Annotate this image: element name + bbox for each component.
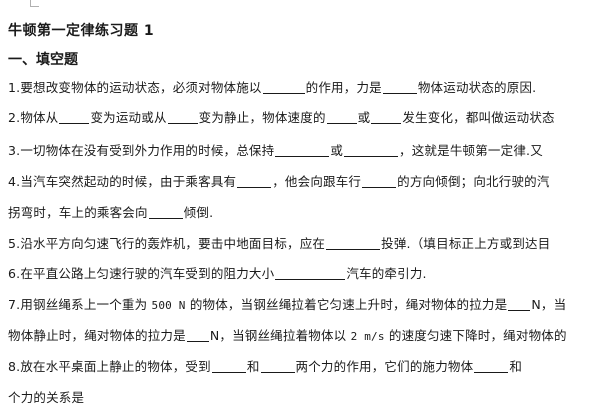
q7-value: 2 m/s xyxy=(350,330,385,343)
document-title: 牛顿第一定律练习题 1 xyxy=(8,23,155,39)
answer-blank xyxy=(382,81,417,94)
question-4: 4.当汽车突然起动的时候，由于乘客具有 ，他会向跟车行 的方向倾倒；向北行驶的汽 xyxy=(8,173,550,191)
q3-text: ，这就是牛顿第一定律.又 xyxy=(399,143,543,158)
q4-text: 的方向倾倒；向北行驶的汽 xyxy=(397,174,550,189)
q4-text: ，他会向跟车行 xyxy=(272,174,362,189)
q1-text: 1.要想改变物体的运动状态，必须对物体施以 xyxy=(8,80,262,95)
answer-blank xyxy=(167,111,198,124)
q8-text: 个力的关系是 xyxy=(8,390,85,405)
answer-blank xyxy=(237,175,272,188)
q2-text: 变为静止，物体速度的 xyxy=(198,110,326,125)
q7-value: 500 N xyxy=(151,299,186,312)
q7-text: 7.用钢丝绳系上一个重为 xyxy=(8,297,148,312)
q8-text: 两个力的作用，它们的施力物体 xyxy=(295,359,474,374)
q4-text: 4.当汽车突然起动的时候，由于乘客具有 xyxy=(8,174,237,189)
answer-blank xyxy=(275,267,346,280)
answer-blank xyxy=(326,111,357,124)
q7-text: 的物体，当钢丝绳拉着它匀速上升时，绳对物体的拉力是 xyxy=(189,297,508,312)
answer-blank xyxy=(474,360,509,373)
q7-text: 物体静止时，绳对物体的拉力是 xyxy=(8,328,186,343)
q4-text: 拐弯时，车上的乘客会向 xyxy=(8,205,148,220)
q6-text: 汽车的牵引力. xyxy=(346,266,427,281)
q4-text: 倾倒. xyxy=(183,205,214,220)
answer-blank xyxy=(148,206,183,219)
question-8: 8.放在水平桌面上静止的物体，受到 和 两个力的作用，它们的施力物体 和 xyxy=(8,358,522,376)
q7-text: N，当 xyxy=(531,297,567,312)
q2-text: 发生变化，都叫做运动状态 xyxy=(402,110,555,125)
answer-blank xyxy=(326,237,381,250)
q5-text: 投弹.（填目标正上方或到达目 xyxy=(381,236,551,251)
q2-text: 变为运动或从 xyxy=(90,110,167,125)
q2-text: 2.物体从 xyxy=(8,110,59,125)
q8-text: 和 xyxy=(509,359,523,374)
question-2: 2.物体从 变为运动或从 变为静止，物体速度的 或 发生变化，都叫做运动状态 xyxy=(8,109,555,127)
question-3: 3.一切物体在没有受到外力作用的时候，总保持 或 ，这就是牛顿第一定律.又 xyxy=(8,142,543,160)
q8-text: 8.放在水平桌面上静止的物体，受到 xyxy=(8,359,211,374)
answer-blank xyxy=(508,298,531,311)
answer-blank xyxy=(262,81,305,94)
question-6: 6.在平直公路上匀速行驶的汽车受到的阻力大小 汽车的牵引力. xyxy=(8,265,427,283)
q3-text: 或 xyxy=(330,143,344,158)
q1-text: 的作用，力是 xyxy=(305,80,382,95)
page-corner-mark xyxy=(30,0,39,7)
answer-blank xyxy=(371,111,402,124)
q7-text: N，当钢丝绳拉着物体以 xyxy=(209,328,347,343)
answer-blank xyxy=(275,144,330,157)
answer-blank xyxy=(344,144,399,157)
question-7-continued: 物体静止时，绳对物体的拉力是 N，当钢丝绳拉着物体以 2 m/s 的速度匀速下降时… xyxy=(8,327,567,346)
q6-text: 6.在平直公路上匀速行驶的汽车受到的阻力大小 xyxy=(8,266,275,281)
q2-text: 或 xyxy=(357,110,371,125)
q1-text: 物体运动状态的原因. xyxy=(417,80,537,95)
answer-blank xyxy=(59,111,90,124)
q5-text: 5.沿水平方向匀速飞行的轰炸机，要击中地面目标，应在 xyxy=(8,236,326,251)
question-1: 1.要想改变物体的运动状态，必须对物体施以 的作用，力是 物体运动状态的原因. xyxy=(8,79,536,97)
document-page: 牛顿第一定律练习题 1 一、填空题 1.要想改变物体的运动状态，必须对物体施以的… xyxy=(6,0,606,409)
answer-blank xyxy=(362,175,397,188)
question-4-continued: 拐弯时，车上的乘客会向 倾倒. xyxy=(8,204,213,222)
question-7: 7.用钢丝绳系上一个重为 500 N 的物体，当钢丝绳拉着它匀速上升时，绳对物体… xyxy=(8,296,566,315)
q3-text: 3.一切物体在没有受到外力作用的时候，总保持 xyxy=(8,143,275,158)
answer-blank xyxy=(186,329,209,342)
question-8-continued: 个力的关系是 xyxy=(8,389,84,407)
question-5: 5.沿水平方向匀速飞行的轰炸机，要击中地面目标，应在 投弹.（填目标正上方或到达目 xyxy=(8,235,550,253)
q8-text: 和 xyxy=(246,359,260,374)
q7-text: 的速度匀速下降时，绳对物体的 xyxy=(388,328,567,343)
answer-blank xyxy=(211,360,246,373)
section-heading: 一、填空题 xyxy=(8,52,78,68)
answer-blank xyxy=(260,360,295,373)
